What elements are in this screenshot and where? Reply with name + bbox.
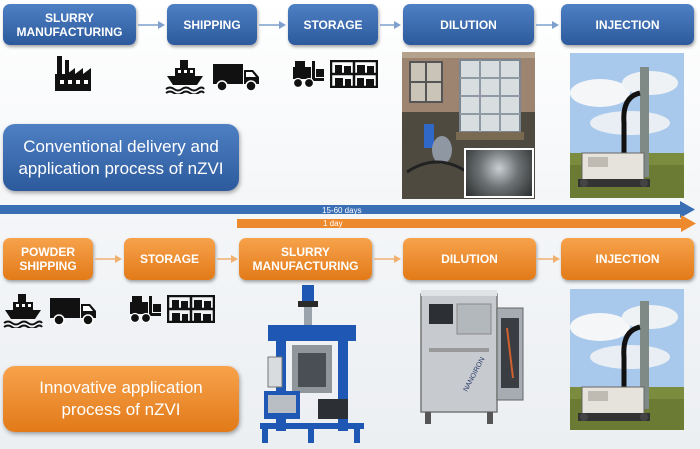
innov-step-powder-shipping: POWDER SHIPPING <box>3 238 93 280</box>
dilution-unit-image: NANOIRON <box>420 290 524 424</box>
dilution-site-photo <box>402 52 535 199</box>
conv-step-shipping: SHIPPING <box>167 4 257 45</box>
timeline-innovative-duration: 1 day <box>323 219 343 228</box>
innov-step-label: DILUTION <box>441 252 498 266</box>
ship-icon <box>165 60 205 94</box>
conventional-description-text: Conventional delivery and application pr… <box>18 136 224 178</box>
conv-step-label: INJECTION <box>595 17 660 32</box>
innovative-description-text: Innovative application process of nZVI <box>39 378 203 419</box>
shelves-icon <box>330 60 378 88</box>
ship-icon <box>3 294 43 328</box>
innov-step-dilution: DILUTION <box>403 238 536 280</box>
conv-step-storage: STORAGE <box>288 4 378 45</box>
innov-arrow-2 <box>217 255 238 263</box>
truck-icon <box>213 64 259 92</box>
injection-rig-image-bottom <box>570 289 684 430</box>
innov-step-storage: STORAGE <box>124 238 215 280</box>
conv-step-label: DILUTION <box>440 17 497 32</box>
innov-step-slurry-manufacturing: SLURRY MANUFACTURING <box>239 238 372 280</box>
dilution-inset-photo <box>464 148 534 198</box>
conv-step-slurry-manufacturing: SLURRY MANUFACTURING <box>3 4 136 45</box>
timeline-conventional <box>0 201 695 218</box>
innov-step-injection: INJECTION <box>561 238 694 280</box>
injection-rig-photo-top <box>570 53 684 198</box>
innov-arrow-4 <box>537 255 560 263</box>
conv-step-label: SHIPPING <box>183 17 241 32</box>
timeline-conventional-duration: 15-60 days <box>322 206 362 215</box>
forklift-icon <box>292 61 324 89</box>
conv-arrow-2 <box>259 21 286 29</box>
conv-arrow-4 <box>536 21 559 29</box>
conv-step-label: STORAGE <box>303 17 363 32</box>
truck-icon <box>50 298 96 326</box>
conv-arrow-1 <box>138 21 165 29</box>
innov-arrow-3 <box>374 255 401 263</box>
forklift-icon <box>129 296 161 324</box>
innovative-description: Innovative application process of nZVI <box>3 366 239 432</box>
innov-step-label: SLURRY MANUFACTURING <box>252 245 359 273</box>
slurry-machine-image <box>260 285 364 443</box>
factory-icon <box>55 56 91 91</box>
innov-step-label: INJECTION <box>595 252 660 266</box>
conv-step-label: SLURRY MANUFACTURING <box>16 10 123 39</box>
conv-arrow-3 <box>380 21 401 29</box>
injection-rig-image-top <box>570 53 684 198</box>
conventional-description: Conventional delivery and application pr… <box>3 124 239 191</box>
timeline-innovative <box>237 215 696 232</box>
shelves-icon <box>167 295 215 323</box>
innov-step-label: POWDER SHIPPING <box>19 245 77 273</box>
conv-step-dilution: DILUTION <box>403 4 534 45</box>
innov-step-label: STORAGE <box>139 252 200 266</box>
innov-arrow-1 <box>95 255 122 263</box>
injection-rig-photo-bottom <box>570 289 684 430</box>
conv-step-injection: INJECTION <box>561 4 694 45</box>
